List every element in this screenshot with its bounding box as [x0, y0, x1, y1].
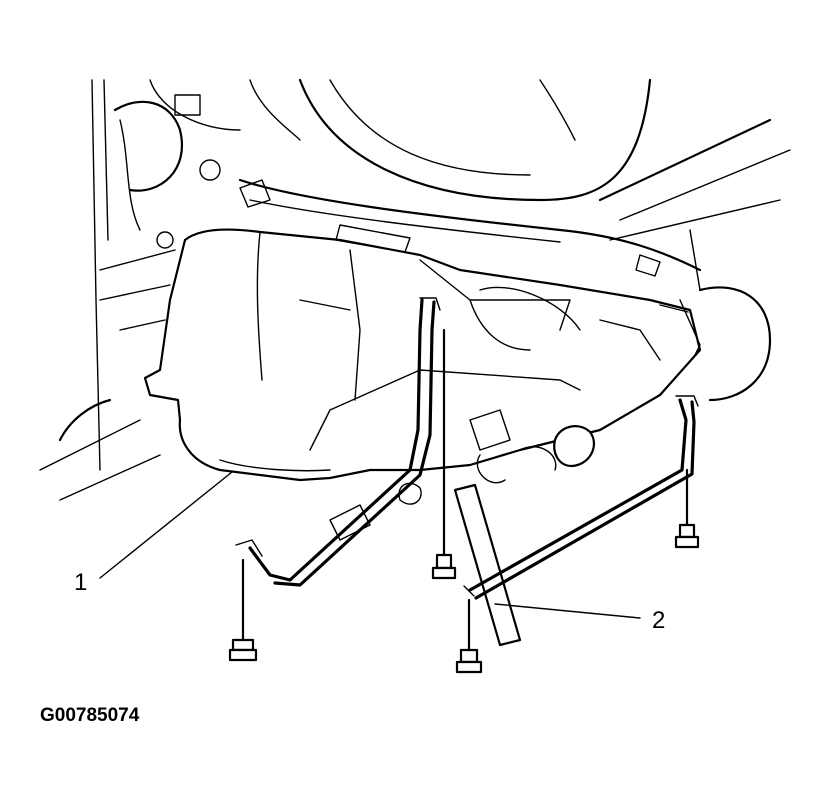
tank-strap-right — [463, 299, 701, 600]
bolt-icon-lower — [455, 598, 483, 674]
callout-1-leader — [99, 471, 233, 579]
vehicle-body-outline — [39, 78, 791, 501]
tank-strap-left — [235, 297, 441, 587]
callout-2-leader — [494, 603, 641, 619]
bolt-icon-center — [431, 328, 457, 580]
figure-id: G00785074 — [40, 705, 140, 726]
fuel-tank — [143, 224, 702, 482]
bolt-icon-right — [674, 468, 700, 549]
callout-1-label: 1 — [74, 569, 87, 596]
bolt-icon-left — [228, 558, 258, 662]
callout-2-label: 2 — [652, 607, 665, 634]
